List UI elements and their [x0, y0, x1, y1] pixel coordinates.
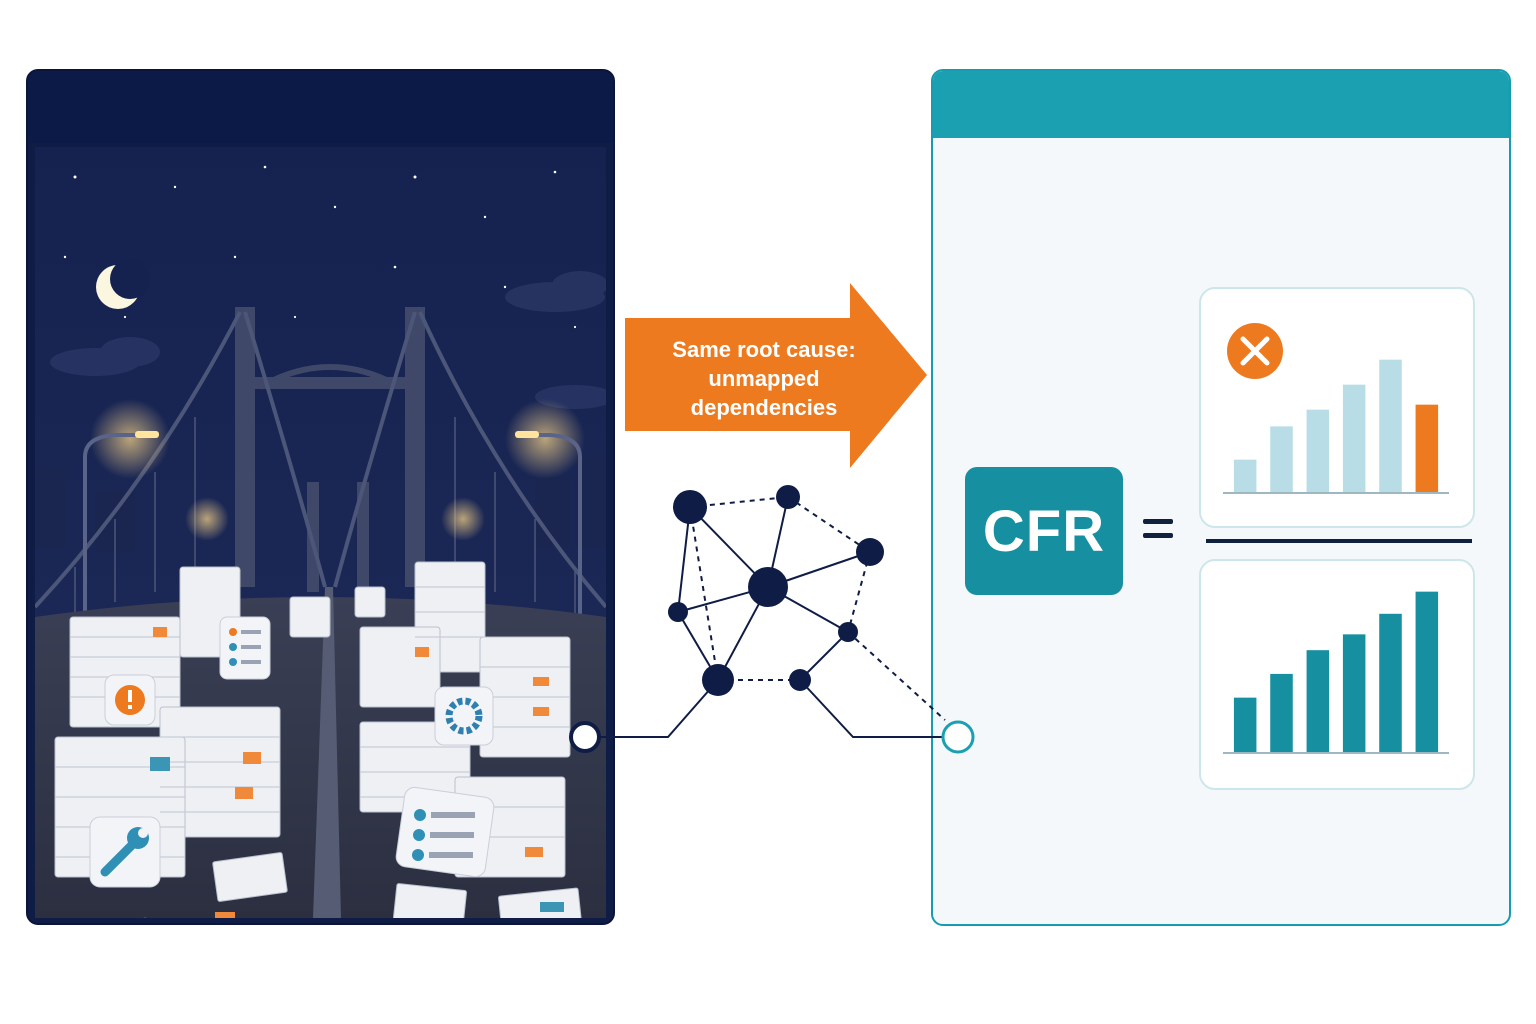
failed-deployments-bar-4: [1342, 384, 1366, 493]
checklist-icon: [219, 616, 271, 680]
bridge-towers: [235, 307, 425, 592]
metric-panel: CFR: [931, 69, 1511, 926]
total-deployments-bar-3: [1306, 650, 1330, 753]
crescent-moon-icon: [96, 259, 150, 309]
incident-panel-header: [28, 71, 613, 143]
network-node: [776, 485, 800, 509]
failed-deployments-bar-3: [1306, 409, 1330, 493]
gear-icon: [434, 686, 494, 746]
road-center-line: [313, 587, 341, 918]
document-piles: [54, 561, 582, 918]
network-node: [838, 622, 858, 642]
incident-panel: [26, 69, 615, 925]
fraction-line: [1206, 539, 1472, 543]
root-cause-line-1: Same root cause:: [672, 337, 856, 362]
network-node: [702, 664, 734, 696]
checklist-icon: [395, 786, 495, 878]
total-deployments-chart: [1199, 559, 1475, 790]
cfr-label-box: CFR: [965, 467, 1123, 595]
network-node: [673, 490, 707, 524]
root-cause-line-2: unmapped: [708, 366, 820, 391]
root-cause-label: Same root cause: unmapped dependencies: [636, 335, 892, 422]
failed-deployments-chart: [1199, 287, 1475, 528]
network-node: [668, 602, 688, 622]
wrench-icon: [89, 816, 161, 888]
total-deployments-bar-4: [1342, 634, 1366, 753]
total-deployments-bar-6: [1415, 591, 1439, 753]
total-deployments-bars: [1223, 591, 1449, 754]
network-node: [748, 567, 788, 607]
night-bridge-illustration: [35, 147, 606, 918]
equals-sign: [1143, 519, 1173, 541]
exclamation-icon: [104, 674, 156, 726]
network-node: [856, 538, 884, 566]
total-deployments-bar-2: [1270, 673, 1293, 753]
metric-panel-header: [933, 71, 1509, 138]
root-cause-line-3: dependencies: [690, 395, 838, 420]
failed-deployments-bar-6: [1415, 404, 1439, 493]
stars: [63, 165, 577, 329]
failed-deployments-bar-1: [1233, 459, 1257, 493]
street-lamps: [83, 399, 585, 617]
root-cause-arrow: [625, 283, 927, 468]
clouds: [50, 271, 606, 409]
failed-deployments-bar-2: [1270, 426, 1293, 493]
failed-deployments-bar-5: [1379, 359, 1402, 493]
failed-deployments-bars: [1223, 323, 1449, 494]
cfr-label: CFR: [982, 498, 1106, 564]
total-deployments-bar-1: [1233, 697, 1257, 753]
x-circle-icon: [1227, 323, 1283, 379]
total-deployments-bar-5: [1379, 613, 1402, 753]
network-node: [789, 669, 811, 691]
